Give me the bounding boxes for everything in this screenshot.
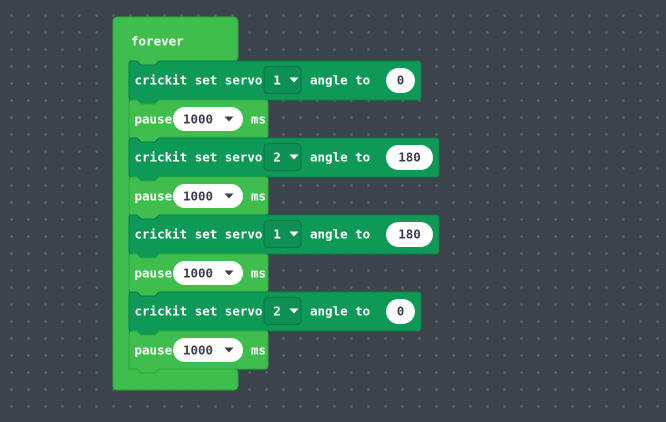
dropdown-arrow-icon <box>224 116 234 122</box>
crickit-set-servo-block[interactable]: crickit set servo 2 angle to 180 <box>128 137 440 182</box>
pause-block[interactable]: pause 1000 ms <box>128 99 269 143</box>
dropdown-arrow-icon <box>224 347 234 353</box>
dropdown-arrow-icon <box>224 193 234 199</box>
servo-number-dropdown[interactable]: 1 <box>263 65 302 95</box>
number-field-oval[interactable] <box>386 299 415 324</box>
crickit-set-servo-block[interactable]: crickit set servo 2 angle to 0 <box>128 291 422 336</box>
number-field-oval[interactable] <box>386 222 433 247</box>
crickit-label-infix: angle to <box>310 73 370 88</box>
angle-value: 180 <box>398 150 421 165</box>
pause-unit-label: ms <box>251 189 266 204</box>
pause-label: pause <box>135 266 173 281</box>
pause-unit-label: ms <box>251 266 266 281</box>
dropdown-arrow-icon <box>289 154 299 160</box>
duration-field-oval[interactable] <box>173 338 243 362</box>
duration-field-oval[interactable] <box>173 107 243 131</box>
crickit-label-infix: angle to <box>310 227 370 242</box>
crickit-label-prefix: crickit set servo <box>135 227 263 242</box>
pause-unit-label: ms <box>251 343 266 358</box>
crickit-label-infix: angle to <box>310 304 370 319</box>
dropdown-box[interactable] <box>263 142 302 172</box>
crickit-label-prefix: crickit set servo <box>135 150 263 165</box>
duration-value: 1000 <box>183 189 213 204</box>
pause-label: pause <box>135 112 173 127</box>
forever-label: forever <box>131 34 184 49</box>
duration-field-oval[interactable] <box>173 261 243 285</box>
crickit-label-prefix: crickit set servo <box>135 73 263 88</box>
duration-value: 1000 <box>183 343 213 358</box>
angle-value-field[interactable]: 0 <box>386 68 415 93</box>
dropdown-box[interactable] <box>263 65 302 95</box>
pause-block[interactable]: pause 1000 ms <box>128 253 269 297</box>
angle-value: 0 <box>397 304 405 319</box>
angle-value: 0 <box>397 73 405 88</box>
angle-value: 180 <box>398 227 421 242</box>
pause-label: pause <box>135 343 173 358</box>
forever-block-body[interactable] <box>112 16 239 391</box>
pause-block[interactable]: pause 1000 ms <box>128 176 269 220</box>
dropdown-arrow-icon <box>289 77 299 83</box>
angle-value-field[interactable]: 180 <box>386 145 433 170</box>
pause-duration-dropdown[interactable]: 1000 <box>173 338 243 362</box>
duration-field-oval[interactable] <box>173 184 243 208</box>
pause-duration-dropdown[interactable]: 1000 <box>173 261 243 285</box>
pause-label: pause <box>135 189 173 204</box>
servo-number-value: 2 <box>273 304 281 319</box>
crickit-label-infix: angle to <box>310 150 370 165</box>
crickit-label-prefix: crickit set servo <box>135 304 263 319</box>
crickit-set-servo-block[interactable]: crickit set servo 1 angle to 180 <box>128 214 440 259</box>
angle-value-field[interactable]: 0 <box>386 299 415 324</box>
dropdown-arrow-icon <box>289 231 299 237</box>
servo-number-dropdown[interactable]: 1 <box>263 219 302 249</box>
pause-unit-label: ms <box>251 112 266 127</box>
dropdown-box[interactable] <box>263 296 302 326</box>
servo-number-dropdown[interactable]: 2 <box>263 142 302 172</box>
number-field-oval[interactable] <box>386 68 415 93</box>
dropdown-arrow-icon <box>224 270 234 276</box>
pause-block[interactable]: pause 1000 ms <box>128 330 269 374</box>
servo-number-value: 2 <box>273 150 281 165</box>
angle-value-field[interactable]: 180 <box>386 222 433 247</box>
servo-number-value: 1 <box>273 227 281 242</box>
number-field-oval[interactable] <box>386 145 433 170</box>
forever-block[interactable]: forever <box>112 16 239 391</box>
pause-duration-dropdown[interactable]: 1000 <box>173 107 243 131</box>
crickit-set-servo-block[interactable]: crickit set servo 1 angle to 0 <box>128 60 422 105</box>
servo-number-dropdown[interactable]: 2 <box>263 296 302 326</box>
servo-number-value: 1 <box>273 73 281 88</box>
dropdown-box[interactable] <box>263 219 302 249</box>
duration-value: 1000 <box>183 112 213 127</box>
dropdown-arrow-icon <box>289 308 299 314</box>
duration-value: 1000 <box>183 266 213 281</box>
pause-duration-dropdown[interactable]: 1000 <box>173 184 243 208</box>
